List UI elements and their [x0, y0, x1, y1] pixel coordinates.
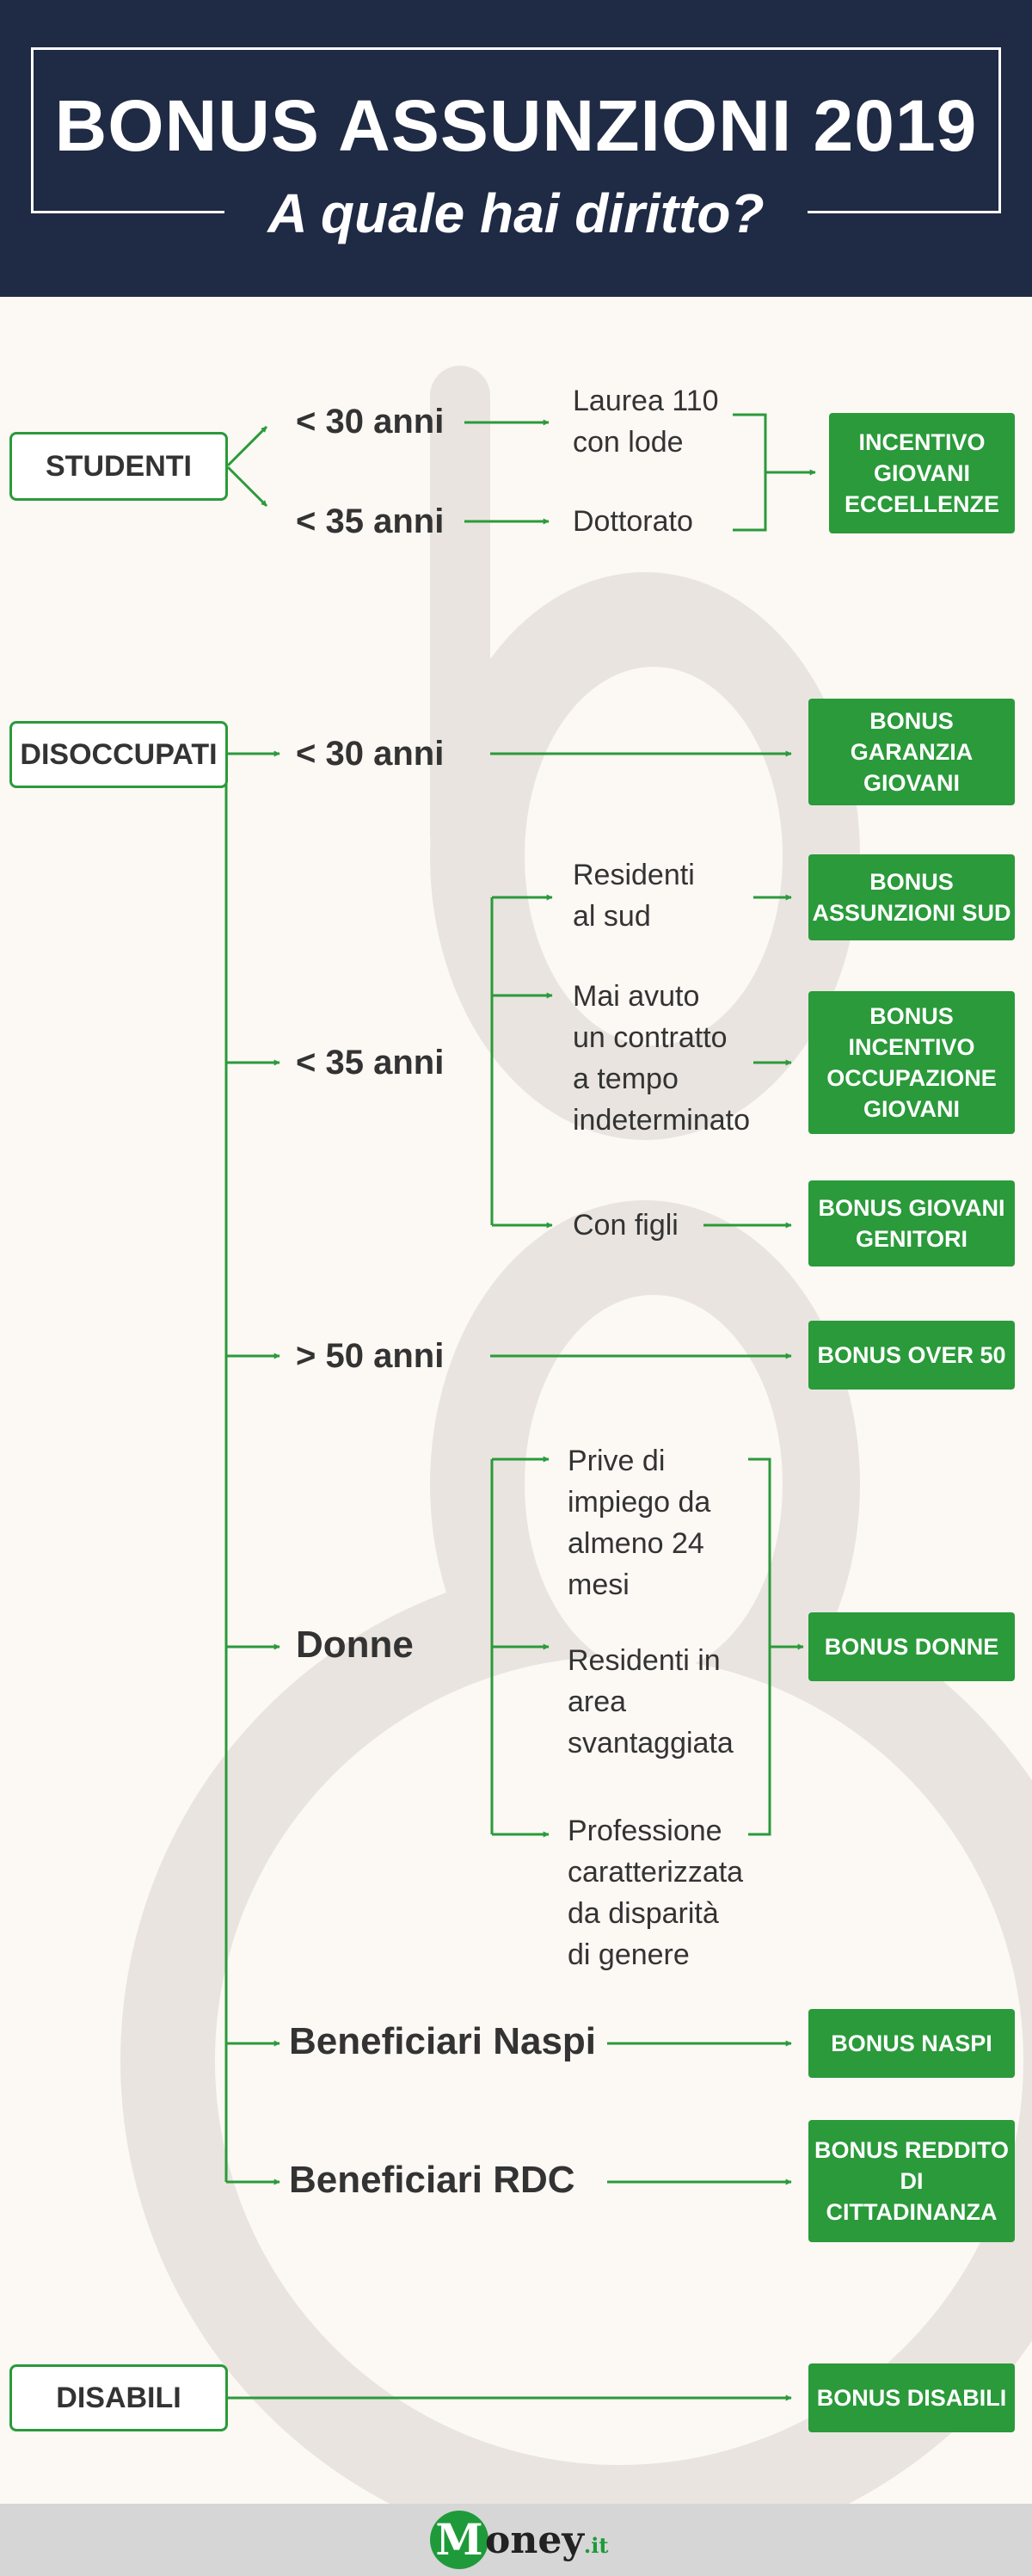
result-giovani-genitori: BONUS GIOVANI GENITORI	[808, 1180, 1015, 1266]
result-incentivo-eccellenze: INCENTIVO GIOVANI ECCELLENZE	[829, 413, 1015, 533]
branch-disoccupati-under-30: < 30 anni	[296, 735, 445, 773]
category-disoccupati: DISOCCUPATI	[9, 721, 228, 788]
page-subtitle: A quale hai diritto?	[224, 179, 808, 248]
branch-donne: Donne	[296, 1624, 414, 1666]
money-watermark-icon	[120, 366, 1032, 2504]
condition-residenti-area: Residenti in area svantaggiata	[568, 1644, 734, 1759]
money-logo-text: oney.it	[485, 2519, 608, 2567]
condition-professione: Professione caratterizzata da disparità …	[568, 1815, 744, 1971]
result-assunzioni-sud: BONUS ASSUNZIONI SUD	[808, 854, 1015, 940]
money-logo-tld: .it	[583, 2533, 609, 2558]
result-donne: BONUS DONNE	[808, 1612, 1015, 1681]
category-studenti: STUDENTI	[9, 432, 228, 501]
condition-con-figli: Con figli	[573, 1209, 679, 1242]
condition-dottorato: Dottorato	[573, 505, 693, 538]
condition-mai-contratto: Mai avuto un contratto a tempo indetermi…	[573, 980, 751, 1137]
subtitle-wrap: A quale hai diritto?	[0, 179, 1032, 248]
result-occupazione-giovani: BONUS INCENTIVO OCCUPAZIONE GIOVANI	[808, 991, 1015, 1134]
branch-beneficiari-naspi: Beneficiari Naspi	[289, 2020, 597, 2062]
result-over-50: BONUS OVER 50	[808, 1321, 1015, 1390]
result-disabili: BONUS DISABILI	[808, 2363, 1015, 2432]
condition-laurea: Laurea 110 con lode	[573, 385, 719, 459]
money-logo-circle-icon: M	[430, 2511, 488, 2569]
footer-bar	[0, 2504, 1032, 2576]
condition-prive-impiego: Prive di impiego da almeno 24 mesi	[568, 1445, 711, 1601]
branch-disoccupati-under-35: < 35 anni	[296, 1044, 445, 1082]
branch-beneficiari-rdc: Beneficiari RDC	[289, 2159, 575, 2201]
category-disabili: DISABILI	[9, 2364, 228, 2431]
result-reddito-cittadinanza: BONUS REDDITO DI CITTADINANZA	[808, 2120, 1015, 2242]
branch-studenti-under-35: < 35 anni	[296, 502, 445, 540]
condition-residenti-sud: Residenti al sud	[573, 859, 695, 933]
branch-disoccupati-over-50: > 50 anni	[296, 1337, 445, 1375]
result-naspi: BONUS NASPI	[808, 2009, 1015, 2078]
result-garanzia-giovani: BONUS GARANZIA GIOVANI	[808, 699, 1015, 805]
header-banner: BONUS ASSUNZIONI 2019 A quale hai diritt…	[0, 0, 1032, 297]
money-logo-word: oney	[485, 2518, 584, 2562]
page-title: BONUS ASSUNZIONI 2019	[54, 85, 978, 166]
money-logo[interactable]: M oney.it	[430, 2511, 608, 2571]
branch-studenti-under-30: < 30 anni	[296, 403, 445, 441]
